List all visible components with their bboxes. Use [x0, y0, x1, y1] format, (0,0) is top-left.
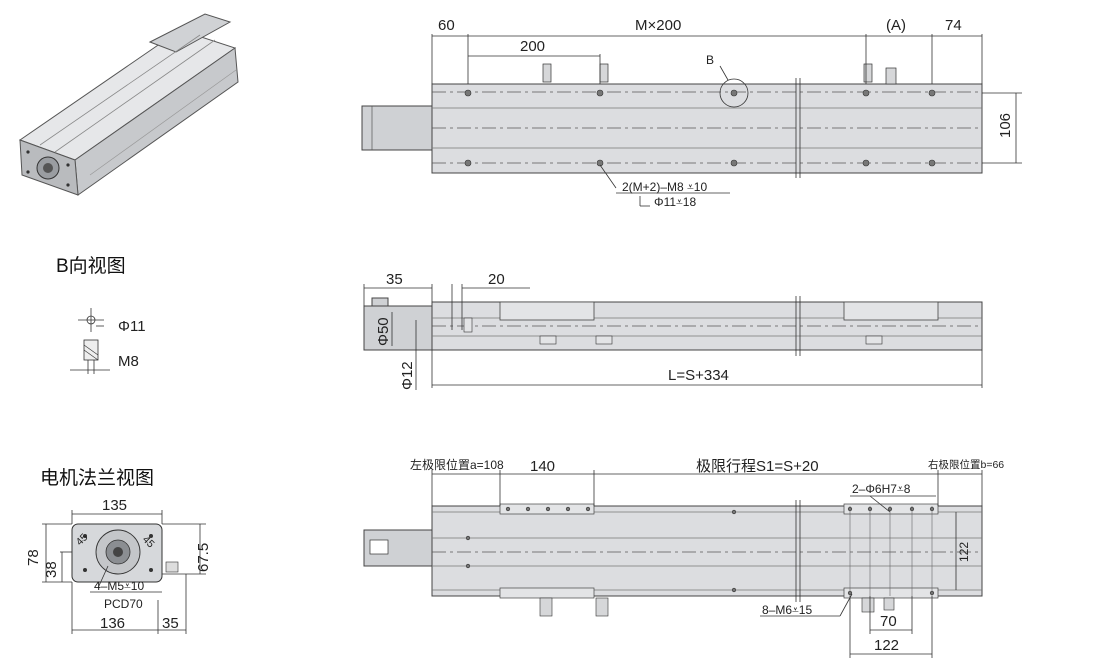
- hole-note-m8: 2(M+2)–M8 ⩡10: [622, 180, 707, 194]
- detail-b-circle: [719, 78, 749, 108]
- flange-dim-67-5: 67.5: [195, 543, 212, 572]
- carriage-right: [843, 301, 939, 321]
- b-view-title: B向视图: [56, 255, 126, 277]
- actuator-body-top: [431, 83, 983, 174]
- bottom-right-limit: 右极限位置b=66: [928, 458, 1004, 471]
- top-view: B 60 M×200 (A) 74 200 106 2(M+2)–M8 ⩡10 …: [361, 17, 1022, 209]
- dim-top-a: (A): [886, 17, 906, 34]
- mounting-holes-top: [464, 89, 936, 167]
- flange-dim-78: 78: [25, 549, 42, 566]
- b-view-phi11: Φ11: [118, 318, 146, 335]
- flange-view-title: 电机法兰视图: [40, 467, 154, 489]
- flange-dim-38: 38: [43, 561, 60, 578]
- side-dim-phi12: Φ12: [399, 361, 416, 390]
- dim-top-200: 200: [520, 38, 545, 55]
- b-view: B向视图 Φ11 M8: [56, 255, 146, 374]
- detail-b-label: B: [706, 53, 714, 67]
- bottom-dim-140: 140: [530, 458, 555, 475]
- bottom-left-limit: 左极限位置a=108: [410, 457, 504, 472]
- side-view: 35 20 Φ50 Φ12 L=S+334: [363, 271, 983, 390]
- bottom-screw-note: 8–M6⩡15: [762, 603, 812, 617]
- bottom-stroke: 极限行程S1=S+20: [696, 458, 819, 475]
- hole-note-counterbore: Φ11⩡18: [654, 195, 696, 209]
- bottom-view: 左极限位置a=108 140 极限行程S1=S+20 右极限位置b=66 2–Φ…: [363, 457, 1004, 658]
- flange-dim-35: 35: [162, 615, 179, 632]
- bottom-dim-122-vertical: 122: [957, 542, 971, 562]
- side-dim-length: L=S+334: [668, 367, 729, 384]
- dim-top-74: 74: [945, 17, 962, 34]
- side-dim-phi50: Φ50: [375, 317, 392, 346]
- side-dim-35: 35: [386, 271, 403, 288]
- dim-top-60: 60: [438, 17, 455, 34]
- flange-dim-135: 135: [102, 497, 127, 514]
- side-dim-20: 20: [488, 271, 505, 288]
- dim-top-pitch: M×200: [635, 17, 681, 34]
- dim-top-106: 106: [997, 113, 1014, 138]
- flange-hole-note: 4–M5⩡10: [94, 579, 144, 593]
- flange-view: 电机法兰视图 45 45 135 78 38 67.5 4–M5⩡10 PCD7…: [25, 467, 212, 634]
- flange-pcd: PCD70: [104, 597, 143, 611]
- motor-side: [363, 305, 433, 351]
- actuator-body-bottom: [431, 505, 983, 597]
- bottom-pin-note: 2–Φ6H7⩡8: [852, 482, 911, 496]
- bottom-dim-122-horizontal: 122: [874, 637, 899, 654]
- b-view-m8: M8: [118, 353, 139, 370]
- limit-sensors-top: [542, 63, 897, 85]
- flange-dim-136: 136: [100, 615, 125, 632]
- motor-coupling: [361, 105, 433, 151]
- product-isometric-image: [18, 13, 239, 196]
- carriage-left: [499, 301, 595, 321]
- bottom-dim-70: 70: [880, 613, 897, 630]
